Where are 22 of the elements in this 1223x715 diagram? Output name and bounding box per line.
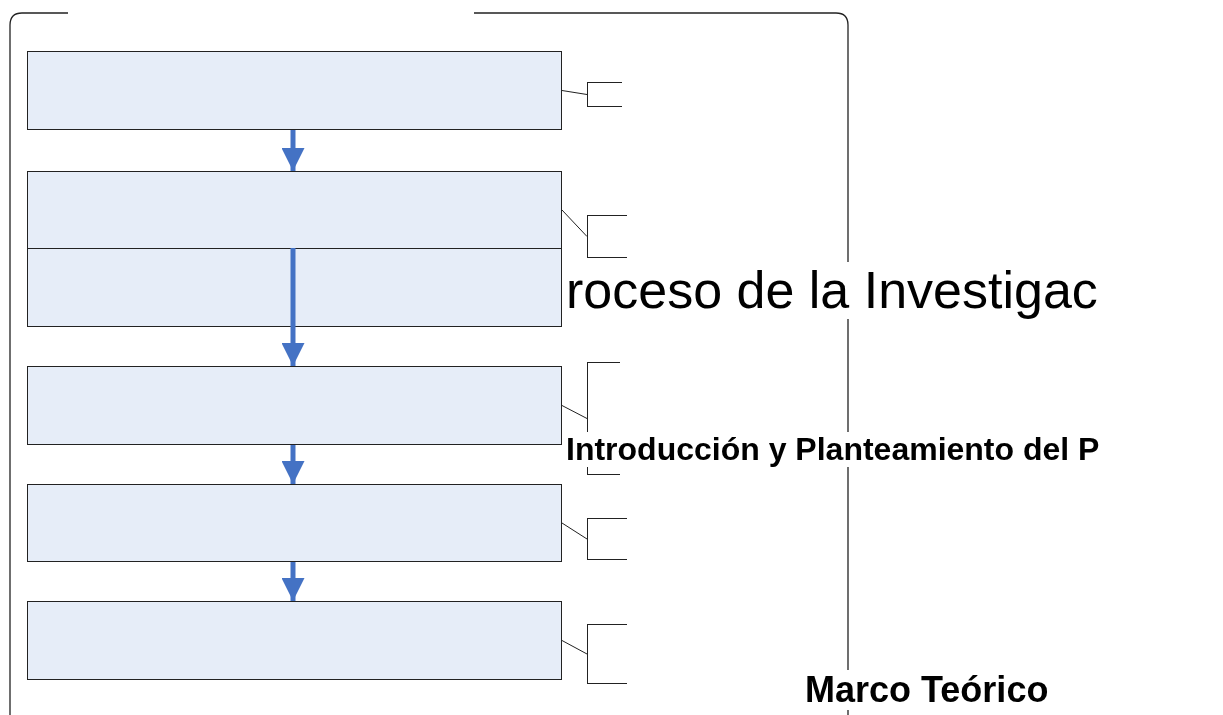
process-box [27,248,562,327]
leader-line [561,522,588,540]
process-box [27,601,562,680]
leader-line [561,209,588,237]
bracket [587,624,627,684]
bracket [587,82,622,107]
heading-text: Introducción y Planteamiento del P [566,432,1100,468]
arrow [281,445,305,484]
leader-line [561,90,588,95]
process-box [27,366,562,445]
bracket [587,215,627,258]
leader-line [561,640,588,655]
heading-text: Marco Teórico [805,670,1049,710]
process-box [27,51,562,130]
process-box [27,171,562,249]
arrow [281,130,305,171]
heading-text: roceso de la Investigac [566,262,1098,320]
process-box [27,484,562,562]
bracket [587,518,627,560]
leader-line [561,405,588,419]
arrow [281,562,305,601]
arrow [281,248,305,366]
